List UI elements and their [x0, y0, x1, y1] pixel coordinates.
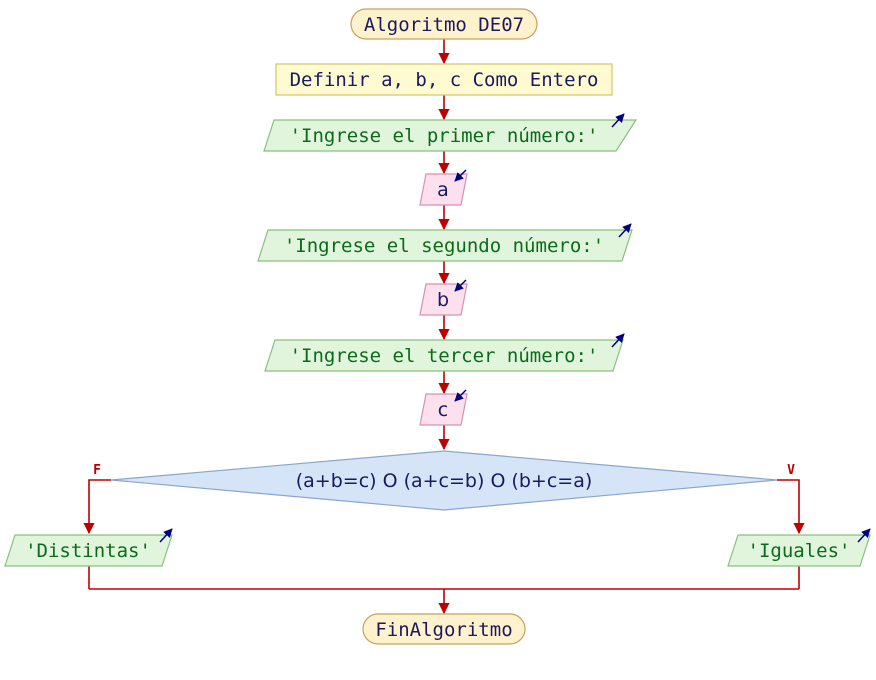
- true-branch-label: V: [787, 463, 795, 478]
- output-primer-numero-label: 'Ingrese el primer número:': [290, 125, 599, 147]
- output-distintas-label: 'Distintas': [25, 540, 151, 562]
- input-b-label: b: [437, 289, 449, 311]
- output-arrow-icon: [618, 223, 632, 238]
- output-iguales[interactable]: 'Iguales': [727, 528, 871, 567]
- input-arrow-icon: [454, 169, 467, 182]
- output-arrow-icon: [159, 528, 173, 543]
- connectors: [83, 39, 805, 615]
- output-tercer-numero[interactable]: 'Ingrese el tercer número:': [264, 333, 625, 372]
- input-b[interactable]: b: [419, 279, 468, 316]
- decision-diamond[interactable]: (a+b=c) O (a+c=b) O (b+c=a): [110, 450, 778, 511]
- output-arrow-icon: [611, 333, 625, 348]
- output-segundo-numero-label: 'Ingrese el segundo número:': [284, 235, 604, 257]
- input-a[interactable]: a: [419, 169, 468, 206]
- start-label: Algoritmo DE07: [364, 14, 524, 36]
- input-c-label: c: [438, 399, 448, 421]
- input-c[interactable]: c: [419, 389, 468, 426]
- output-arrow-icon: [857, 528, 871, 543]
- end-label: FinAlgoritmo: [375, 619, 512, 641]
- output-distintas[interactable]: 'Distintas': [4, 528, 173, 567]
- input-arrow-icon: [454, 389, 467, 402]
- end-terminal[interactable]: FinAlgoritmo: [362, 613, 526, 645]
- output-arrow-icon: [611, 113, 625, 128]
- decision-label: (a+b=c) O (a+c=b) O (b+c=a): [296, 470, 593, 492]
- input-a-label: a: [437, 179, 449, 201]
- output-iguales-label: 'Iguales': [748, 540, 851, 562]
- input-arrow-icon: [454, 279, 467, 292]
- start-terminal[interactable]: Algoritmo DE07: [350, 8, 538, 40]
- output-segundo-numero[interactable]: 'Ingrese el segundo número:': [257, 223, 633, 262]
- output-primer-numero[interactable]: 'Ingrese el primer número:': [263, 113, 638, 152]
- define-process[interactable]: Definir a, b, c Como Entero: [275, 63, 613, 96]
- false-branch-label: F: [93, 463, 101, 478]
- output-tercer-numero-label: 'Ingrese el tercer número:': [290, 345, 599, 367]
- define-label: Definir a, b, c Como Entero: [290, 69, 599, 91]
